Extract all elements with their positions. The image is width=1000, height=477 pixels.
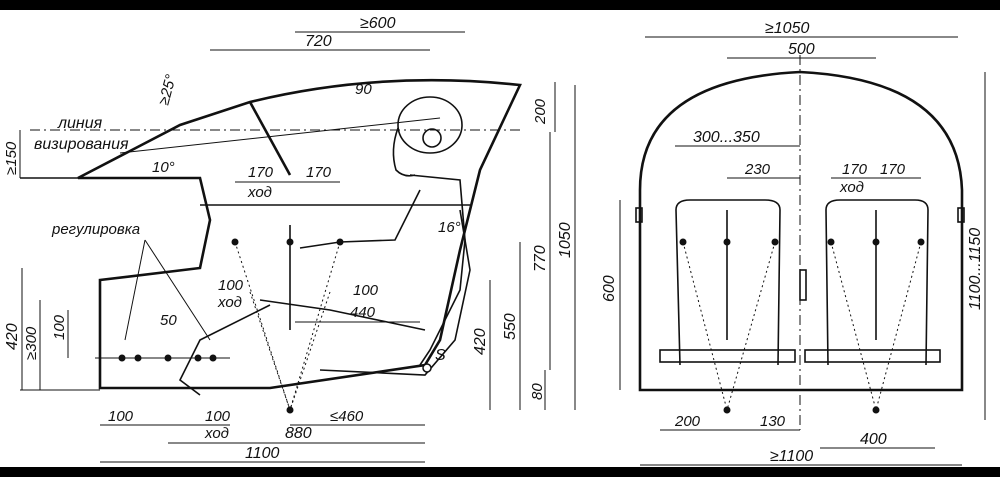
front-dim-400-label: 400 — [860, 431, 887, 448]
stick-left-pt-c — [771, 238, 779, 246]
pilot-face — [392, 127, 416, 177]
dim-100l-label: 100 — [51, 314, 68, 340]
reg-leader-1 — [124, 239, 146, 341]
front-dim-300-350-label: 300...350 — [693, 129, 760, 146]
stick-left-pivot — [723, 406, 731, 414]
stick-point-right — [336, 238, 344, 246]
stick-right-pivot — [872, 406, 880, 414]
dim-880-label: 880 — [285, 425, 312, 442]
dim-300-label: ≥300 — [23, 326, 40, 360]
stick-left-pt-a — [679, 238, 687, 246]
pilot-leg — [178, 304, 271, 396]
dim-1100-label: 1100 — [245, 445, 280, 462]
dim-100b-label: 100 — [353, 282, 379, 299]
pedal-point-5 — [209, 354, 217, 362]
front-dim-200-label: 200 — [674, 413, 701, 430]
hod-label-bottom: ход — [204, 425, 229, 442]
sight-line-label-1: линия — [57, 115, 103, 132]
pilot-arm — [299, 189, 421, 249]
front-hod-label: ход — [839, 179, 864, 196]
front-dim-1100-1150-label: 1100...1150 — [967, 228, 984, 310]
dim-420l-label: 420 — [4, 323, 21, 350]
stick-right-ray-b — [875, 241, 922, 411]
throttle-left — [249, 291, 291, 411]
dim-50-label: 50 — [160, 312, 177, 329]
dim-100d-label: 100 — [205, 408, 231, 425]
angle-10-label: 10° — [152, 159, 175, 176]
front-dim-170a-label: 170 — [842, 161, 868, 178]
dim-80-label: 80 — [529, 383, 546, 400]
stick-left-pt-b — [723, 238, 731, 246]
angle-25-label: ≥25° — [155, 73, 179, 107]
drawing-sheet: ≥600 720 90 200 1050 770 550 420 80 170 … — [0, 10, 1000, 467]
canopy-outline — [77, 78, 522, 390]
dim-170a-label: 170 — [248, 164, 274, 181]
cockpit-drawing: ≥600 720 90 200 1050 770 550 420 80 170 … — [3, 15, 986, 466]
stick-left-ray-a — [682, 241, 728, 411]
stick-right-ray-a — [830, 241, 877, 411]
side-bracket-right — [957, 207, 965, 223]
throttle-box — [799, 269, 807, 301]
angle-16-label: 16° — [438, 219, 461, 236]
seat-right-base — [804, 349, 941, 363]
front-dim-130-label: 130 — [760, 413, 786, 430]
front-dim-1100-label: ≥1100 — [770, 448, 813, 465]
seat-left — [675, 199, 781, 366]
stick-right-pt-b — [872, 238, 880, 246]
front-dim-600-label: 600 — [601, 275, 618, 302]
dim-100c-label: 100 — [108, 408, 134, 425]
seat-left-base — [659, 349, 796, 363]
dim-770-label: 770 — [532, 245, 549, 272]
hod-label-mid: ход — [217, 294, 242, 311]
pilot-body — [409, 174, 466, 366]
seat-point-label: S — [435, 347, 446, 364]
seat — [319, 209, 471, 376]
stick-right-pt-a — [827, 238, 835, 246]
pedal-point-1 — [118, 354, 126, 362]
dim-460-label: ≤460 — [330, 408, 364, 425]
side-bracket-left — [635, 207, 643, 223]
stick-arc-right — [289, 241, 341, 411]
pilot-headset — [422, 128, 442, 148]
stick-point-mid — [286, 238, 294, 246]
stick-arc-left — [234, 241, 291, 411]
pedal-point-4 — [194, 354, 202, 362]
stick-left-ray-b — [726, 241, 776, 411]
dim-720-label: 720 — [305, 33, 332, 50]
dim-200-label: 200 — [532, 98, 549, 125]
front-dim-1050-label: ≥1050 — [765, 20, 809, 37]
seat-point-s — [422, 363, 432, 373]
seat-right — [825, 199, 929, 366]
adjustment-label: регулировка — [51, 221, 140, 238]
pilot-helmet — [397, 96, 463, 154]
stick-right-pt-c — [917, 238, 925, 246]
reg-leader-2 — [144, 239, 211, 341]
dim-600-label: ≥600 — [360, 15, 396, 32]
pilot-figure — [178, 96, 471, 396]
sight-line-angled — [119, 117, 441, 154]
stick-point-left — [231, 238, 239, 246]
dim-440-label: 440 — [350, 304, 376, 321]
throttle-right — [289, 291, 331, 411]
front-dim-230-label: 230 — [744, 161, 771, 178]
hod-label-top: ход — [247, 184, 272, 201]
stick-pivot — [286, 406, 294, 414]
dim-170b-label: 170 — [306, 164, 332, 181]
sight-line-label-2: визирования — [34, 136, 129, 153]
dim-420r-label: 420 — [472, 328, 489, 355]
front-view — [619, 36, 986, 466]
dim-100a-label: 100 — [218, 277, 244, 294]
dim-1050-label: 1050 — [557, 222, 574, 258]
side-view — [19, 31, 576, 463]
fuselage-section — [638, 70, 964, 392]
canopy-frame — [248, 101, 292, 176]
front-dim-170b-label: 170 — [880, 161, 906, 178]
pedal-point-3 — [164, 354, 172, 362]
front-dim-500-label: 500 — [788, 41, 815, 58]
dim-550-label: 550 — [502, 313, 519, 340]
pedal-point-2 — [134, 354, 142, 362]
pilot-thigh — [259, 299, 426, 331]
dim-90-label: 90 — [355, 81, 372, 98]
dim-150-label: ≥150 — [3, 141, 20, 175]
